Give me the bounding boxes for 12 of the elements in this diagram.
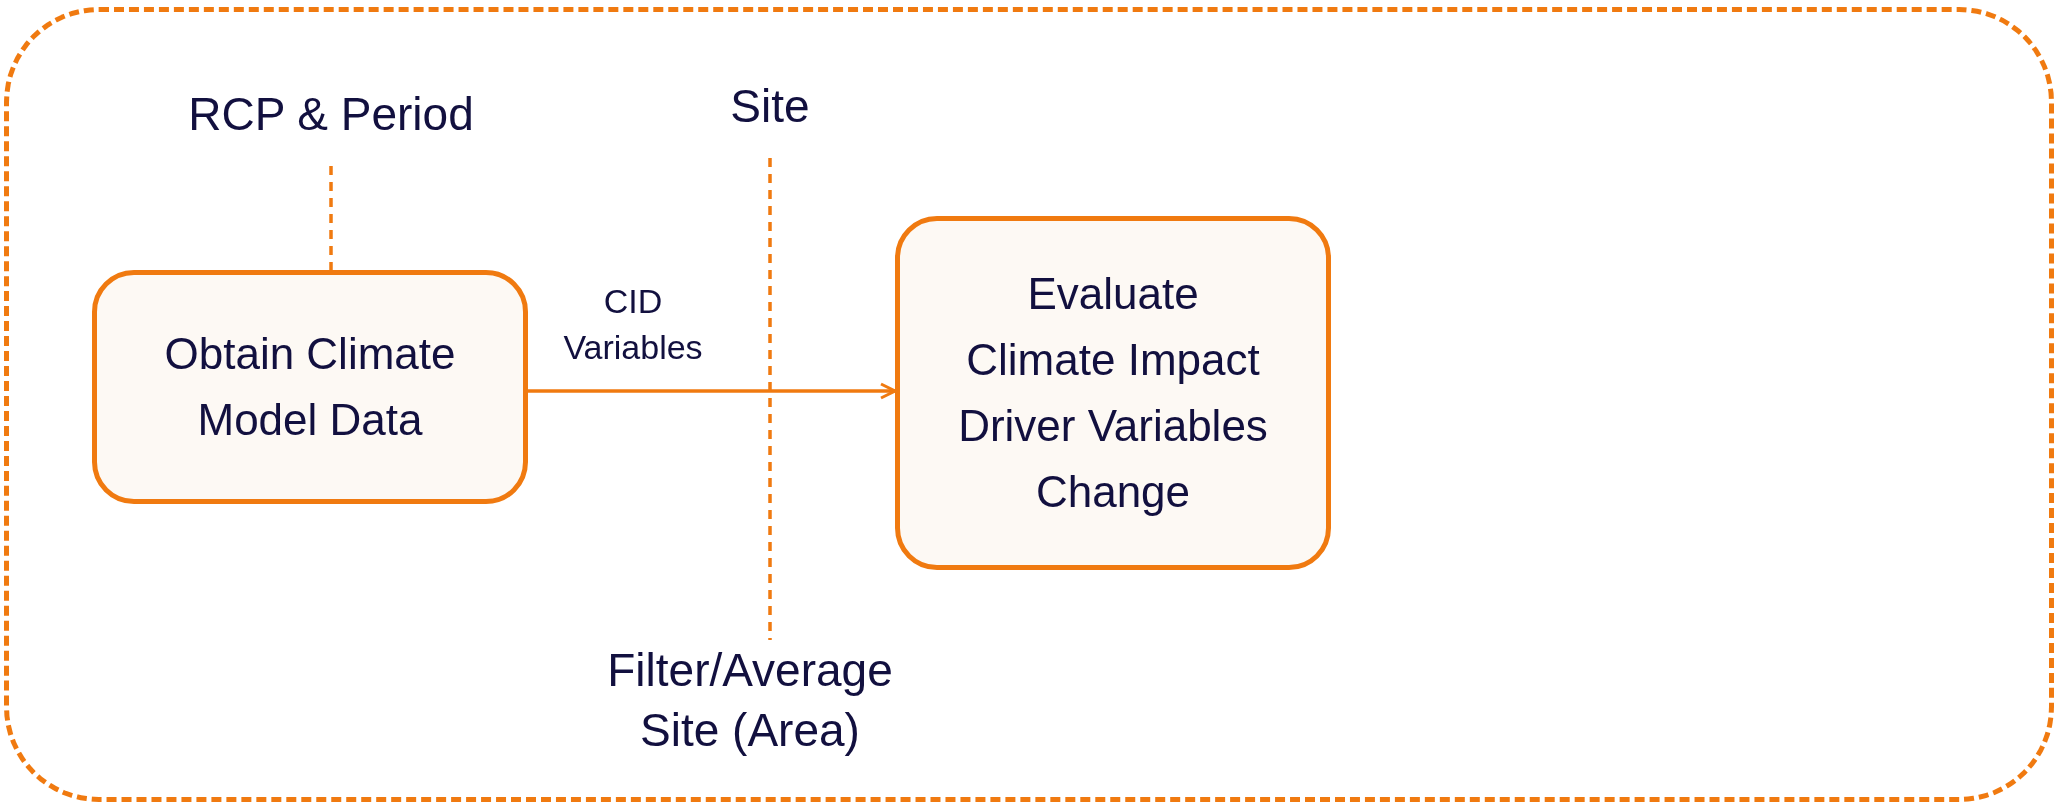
process-text: Evaluate Climate Impact Driver Variables Change [957, 268, 1269, 518]
input-label: Filter/Average Site (Area) [590, 640, 910, 764]
process-text: Obtain Climate Model Data [163, 328, 457, 446]
input-label: Site [690, 76, 850, 136]
process-box [92, 270, 528, 504]
dashed-frame [4, 7, 2054, 802]
dashed-connector [329, 166, 333, 270]
process-box [895, 216, 1331, 570]
edge-label: CID Variables [562, 281, 704, 368]
dashed-connector [768, 158, 772, 640]
arrow [528, 382, 897, 400]
input-label: RCP & Period [160, 84, 502, 144]
